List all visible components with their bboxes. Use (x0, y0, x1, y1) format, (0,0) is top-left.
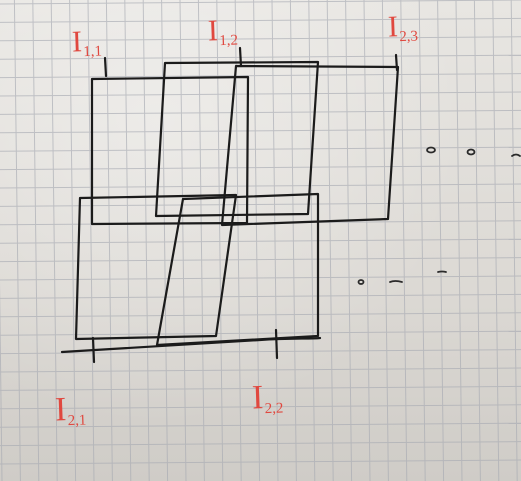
baseline-stroke (60, 336, 322, 354)
grid-line-vertical (437, 0, 445, 481)
grid-line-vertical (142, 0, 150, 481)
label-i22: I2,2 (251, 379, 284, 418)
grid-line-horizontal (0, 238, 521, 244)
rectangle-i22 (155, 192, 320, 347)
grid-line-vertical (87, 0, 95, 481)
grid-line-vertical (69, 0, 77, 481)
grid-line-vertical (473, 0, 481, 481)
grid-line-horizontal (0, 54, 521, 60)
grid-line-vertical (492, 0, 500, 481)
grid-line-vertical (50, 0, 58, 481)
grid-line-horizontal (0, 73, 521, 79)
grid-line-horizontal (0, 404, 521, 410)
dot-6 (437, 270, 447, 273)
grid-line-horizontal (0, 0, 521, 5)
grid-line-vertical (234, 0, 242, 481)
grid-line-horizontal (0, 128, 521, 134)
grid-line-horizontal (0, 275, 521, 281)
grid-line-horizontal (0, 165, 521, 171)
grid-line-vertical (216, 0, 224, 481)
grid-line-vertical (197, 0, 205, 481)
grid-line-horizontal (0, 257, 521, 263)
grid-line-horizontal (0, 349, 521, 355)
grid-line-vertical (510, 0, 518, 481)
dot-3 (511, 153, 521, 157)
dot-1 (426, 146, 436, 154)
tick-mark-top-mid (238, 46, 243, 68)
grid-line-horizontal (0, 441, 521, 447)
label-i12: I1,2 (207, 14, 239, 50)
grid-line-horizontal (0, 17, 521, 23)
grid-line-horizontal (0, 146, 521, 152)
rectangle-i21 (74, 193, 238, 341)
grid-line-horizontal (0, 330, 521, 336)
grid-line-vertical (105, 0, 113, 481)
grid-line-vertical (455, 0, 463, 481)
dot-4 (357, 279, 365, 285)
grid-line-vertical (161, 0, 169, 481)
dot-5 (389, 280, 403, 283)
grid-line-horizontal (0, 201, 521, 207)
tick-mark-top-right (394, 53, 399, 72)
grid-line-vertical (124, 0, 132, 481)
grid-line-horizontal (0, 422, 521, 428)
label-i11: I1,1 (71, 25, 103, 61)
grid-line-horizontal (0, 183, 521, 189)
grid-line-horizontal (0, 91, 521, 97)
grid-line-horizontal (0, 459, 521, 465)
tick-mark-left (91, 336, 96, 364)
label-i21: I2,1 (54, 391, 87, 430)
rectangle-i23 (220, 64, 400, 227)
grid-line-vertical (13, 0, 21, 481)
tick-mark-right (274, 328, 279, 360)
grid-line-vertical (418, 0, 426, 481)
dot-2 (466, 148, 476, 156)
grid-line-vertical (179, 0, 187, 481)
grid-line-vertical (271, 0, 279, 481)
grid-line-horizontal (0, 367, 521, 373)
grid-line-horizontal (0, 385, 521, 391)
grid-line-vertical (32, 0, 40, 481)
rectangle-i12 (154, 60, 320, 218)
grid-line-horizontal (0, 109, 521, 115)
tick-mark-top-left (103, 56, 108, 78)
grid-line-horizontal (0, 312, 521, 318)
label-i23: I2,3 (387, 10, 419, 46)
grid-line-vertical (0, 280, 3, 481)
grid-line-vertical (253, 0, 261, 481)
grid-line-horizontal (0, 293, 521, 299)
grid-line-horizontal (0, 36, 521, 42)
